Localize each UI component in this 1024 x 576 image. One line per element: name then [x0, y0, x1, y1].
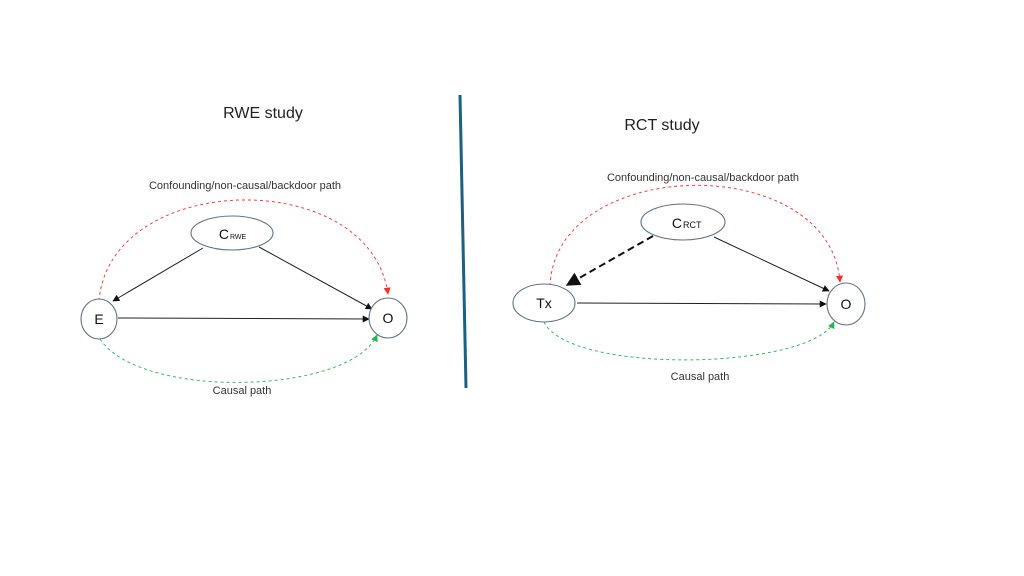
rct-exposure-label: Tx [536, 295, 552, 311]
rwe-title: RWE study [223, 105, 303, 122]
rct-backdoor-label: Confounding/non-causal/backdoor path [607, 172, 799, 184]
rwe-node-outcome: O [368, 297, 408, 339]
rct-panel: RCT study Confounding/non-causal/backdoo… [512, 117, 866, 383]
rwe-node-confounder: C RWE [190, 215, 274, 251]
rwe-node-exposure: E [80, 298, 118, 340]
rct-outcome-label: O [841, 296, 852, 312]
rwe-backdoor-path [98, 199, 391, 302]
rwe-confounder-subscript: RWE [230, 234, 247, 241]
rwe-backdoor-label: Confounding/non-causal/backdoor path [149, 180, 341, 192]
rct-node-exposure: Tx [512, 283, 576, 323]
rwe-causal-label: Causal path [213, 385, 272, 397]
rct-edge-confounder-exposure [565, 235, 654, 286]
rwe-causal-path [99, 334, 378, 383]
rwe-outcome-label: O [383, 310, 394, 326]
rct-node-outcome: O [826, 282, 866, 326]
rct-causal-path [543, 321, 835, 361]
rwe-edge-exposure-outcome [117, 315, 370, 323]
rct-confounder-subscript: RCT [683, 220, 702, 230]
rct-confounder-label: C [672, 215, 682, 231]
rwe-exposure-label: E [94, 311, 103, 327]
rwe-panel: RWE study Confounding/non-causal/backdoo… [80, 105, 408, 397]
rwe-confounder-label: C [219, 226, 229, 242]
rwe-edge-confounder-exposure [112, 247, 204, 302]
rct-causal-label: Causal path [671, 371, 730, 383]
rct-edge-confounder-outcome [713, 236, 830, 292]
rct-backdoor-path [549, 184, 844, 287]
rct-node-confounder: C RCT [640, 203, 726, 241]
rwe-edge-confounder-outcome [258, 246, 373, 310]
panel-divider [458, 94, 468, 389]
rct-edge-exposure-outcome [576, 300, 827, 308]
rct-title: RCT study [624, 117, 699, 134]
